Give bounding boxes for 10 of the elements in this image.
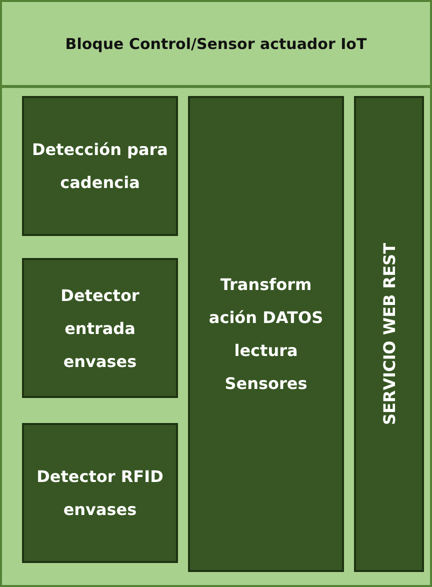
process-box (22, 423, 178, 563)
process-box (188, 96, 344, 572)
box-label: Detector RFID envases (36, 466, 164, 521)
process-box (22, 96, 178, 236)
box-label: SERVICIO WEB REST (378, 242, 400, 425)
box-label: Detección para cadencia (31, 139, 169, 194)
process-box (354, 96, 424, 572)
process-box (22, 258, 178, 398)
box-label: Detector entrada envases (60, 284, 140, 372)
box-label: Transform ación DATOS lectura Sensores (208, 274, 324, 395)
